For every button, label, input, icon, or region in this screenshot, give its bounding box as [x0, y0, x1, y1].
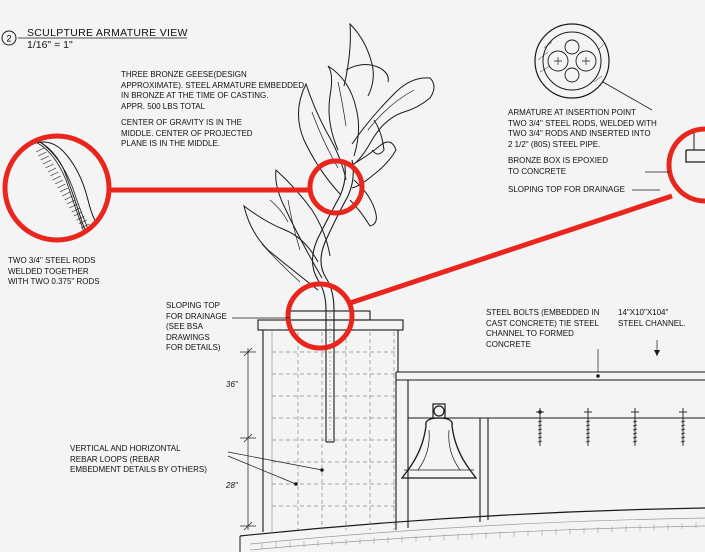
bolt-thread: [585, 436, 591, 439]
rod-hatch-line: [71, 207, 80, 213]
rod-hatch-line: [69, 203, 78, 209]
bolt-thread: [537, 420, 543, 423]
note-sloping-top-right: SLOPING TOP FOR DRAINAGE: [508, 185, 625, 194]
drawing-title: SCULPTURE ARMATURE VIEW: [27, 27, 188, 39]
rod-hatch-line: [64, 195, 73, 201]
leader-dots: [294, 374, 600, 486]
callout-connectors: [108, 158, 673, 351]
steel-bolts: [536, 408, 687, 446]
note-rebar: VERTICAL AND HORIZONTAL REBAR LOOPS (REB…: [70, 444, 207, 474]
rod-hatch-line: [62, 191, 71, 197]
insertion-callout-circle: [285, 281, 355, 351]
bolt-thread: [585, 440, 591, 443]
bolt-thread: [585, 432, 591, 435]
bolt-thread: [537, 440, 543, 443]
bolt-thread: [585, 420, 591, 423]
bolt-thread: [632, 428, 638, 431]
rod-hatch-line: [73, 211, 83, 217]
ground-base: [239, 507, 705, 552]
bolt-thread: [632, 424, 638, 427]
bolt-thread: [537, 428, 543, 431]
leader-pipe: [602, 81, 653, 111]
dimension-upper: 36": [226, 380, 238, 389]
note-steel-channel: 14"X10"X104" STEEL CHANNEL.: [618, 308, 686, 328]
section-connector: [349, 193, 673, 306]
bolt-thread: [680, 428, 686, 431]
rod-hatch-line: [40, 155, 49, 161]
note-bronze-box: BRONZE BOX IS EPOXIED TO CONCRETE: [508, 156, 609, 176]
bolt-thread: [680, 440, 686, 443]
rod-hatch-line: [50, 171, 59, 177]
bolt-thread: [632, 440, 638, 443]
channel-arrow: [654, 350, 660, 356]
rod-hatch-line: [66, 199, 76, 205]
bolt-thread: [585, 428, 591, 431]
rod-hatch-line: [78, 219, 87, 225]
bronze-geese-sculpture: [243, 22, 435, 291]
insertion-section-detail: [666, 126, 705, 204]
view-number-bubble: 2: [1, 30, 17, 46]
dimension-lower: 28": [226, 481, 238, 490]
note-sloping-top-left: SLOPING TOP FOR DRAINAGE (SEE BSA DRAWIN…: [166, 301, 227, 352]
bolt-thread: [632, 436, 638, 439]
view-number: 2: [6, 34, 11, 44]
bolt-thread: [537, 436, 543, 439]
bolt-thread: [537, 432, 543, 435]
bolt-thread: [680, 436, 686, 439]
note-steel-rods: TWO 3/4" STEEL RODS WELDED TOGETHER WITH…: [8, 256, 100, 286]
bolt-thread: [632, 432, 638, 435]
rod-hatch-line: [52, 175, 61, 181]
rod-hatch-line: [76, 215, 85, 221]
rod-hatch-line: [54, 179, 64, 185]
rod-hatch-line: [59, 187, 68, 193]
bronze-bell: [400, 403, 478, 479]
note-geese: THREE BRONZE GEESE(DESIGN APPROXIMATE). …: [121, 70, 304, 111]
rod-hatch-line: [35, 147, 45, 153]
rod-detail: [2, 133, 112, 243]
rod-hatch-line: [47, 167, 57, 173]
pipe-cross-section: [534, 23, 610, 99]
note-insertion-point: ARMATURE AT INSERTION POINT TWO 3/4" STE…: [508, 108, 657, 149]
rod-hatch-line: [43, 159, 52, 165]
pedestal: [257, 310, 404, 532]
rod-hatch-line: [57, 183, 66, 189]
drawing-scale: 1/16" = 1": [27, 39, 73, 51]
bolt-thread: [632, 420, 638, 423]
note-center-of-gravity: CENTER OF GRAVITY IS IN THE MIDDLE. CENT…: [121, 118, 253, 148]
note-steel-bolts: STEEL BOLTS (EMBEDDED IN CAST CONCRETE) …: [486, 308, 600, 349]
rod-hatch-line: [45, 163, 54, 169]
bolt-thread: [680, 424, 686, 427]
leader-lines: [227, 171, 670, 485]
section-callout-circle: [666, 126, 705, 204]
steel-channel: [395, 371, 705, 530]
bolt-thread: [537, 424, 543, 427]
bolt-thread: [680, 432, 686, 435]
armature-callout-circle: [307, 158, 365, 216]
dimension-lines: [240, 347, 256, 531]
bolt-thread: [585, 424, 591, 427]
bolt-thread: [680, 420, 686, 423]
rod-hatch-line: [38, 151, 47, 157]
detail-callout-circle: [2, 133, 112, 243]
rod-hatch-line: [81, 223, 90, 229]
